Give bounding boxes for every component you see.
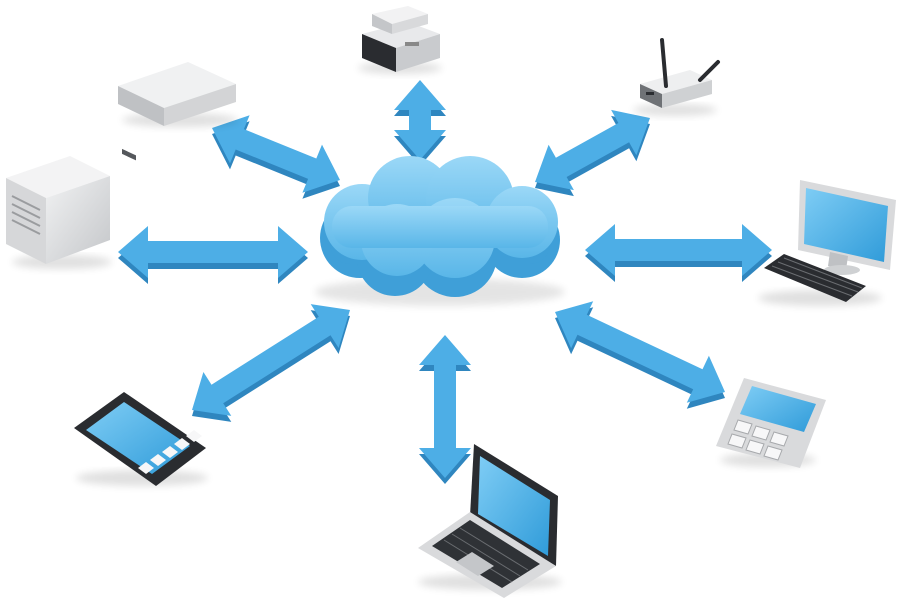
mobile-phone-icon bbox=[716, 378, 826, 468]
wifi-router-icon bbox=[633, 38, 720, 116]
arrow-body bbox=[192, 304, 350, 416]
rack-server-icon bbox=[118, 62, 238, 161]
printer-icon bbox=[358, 6, 442, 74]
arrow-body bbox=[419, 335, 471, 478]
arrow-cloud-printer bbox=[394, 80, 446, 166]
cloud-icon bbox=[315, 156, 565, 306]
arrow-cloud-laptop bbox=[419, 335, 471, 484]
desktop-computer-icon bbox=[758, 180, 896, 306]
arrow-cloud-phone bbox=[555, 301, 725, 409]
arrow-cloud-desktop bbox=[585, 224, 772, 282]
arrow-body bbox=[585, 224, 772, 276]
connection-arrows bbox=[118, 80, 772, 484]
arrow-body bbox=[394, 80, 446, 160]
arrow-cloud-rack-server bbox=[212, 115, 340, 199]
arrow-cloud-router bbox=[535, 109, 650, 197]
arrow-body bbox=[212, 115, 340, 193]
arrow-cloud-tower-server bbox=[118, 226, 308, 284]
tablet-icon bbox=[74, 392, 208, 486]
arrow-body bbox=[535, 109, 650, 191]
laptop-icon bbox=[418, 444, 562, 598]
arrow-body bbox=[118, 226, 308, 278]
arrow-body bbox=[555, 301, 725, 403]
arrow-cloud-tablet bbox=[192, 304, 350, 422]
tower-server-icon bbox=[6, 156, 112, 269]
